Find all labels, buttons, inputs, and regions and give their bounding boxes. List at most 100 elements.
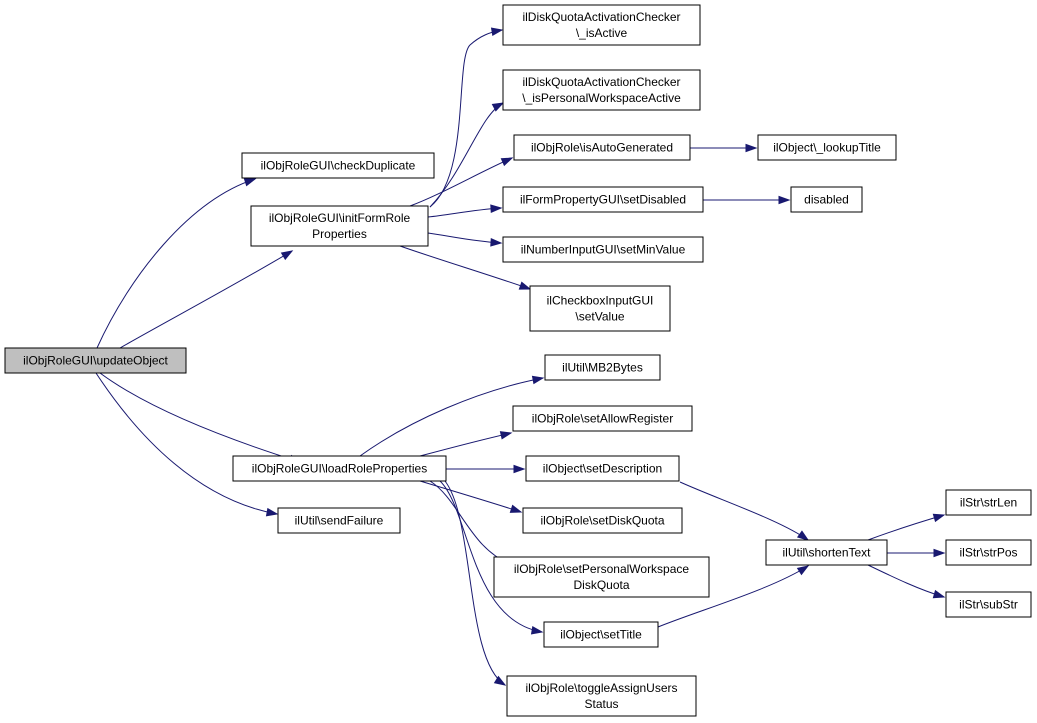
arrowhead-icon — [280, 250, 294, 261]
node-box — [513, 134, 691, 161]
arrowhead-icon — [778, 195, 791, 205]
node-box — [232, 455, 447, 482]
edge-line — [119, 250, 293, 349]
arrowhead-icon — [745, 143, 758, 153]
node-label: ilObject\_lookupTitle — [773, 141, 881, 155]
edge-line — [439, 480, 543, 633]
node-label: ilObjRole\setAllowRegister — [532, 412, 673, 426]
edge-setDisabled-to-disabled — [703, 195, 791, 205]
node-disabled[interactable]: disabled — [790, 186, 863, 213]
edge-line — [429, 102, 504, 208]
edge-line — [359, 377, 544, 457]
node-box — [506, 675, 697, 717]
arrowhead-icon — [518, 281, 532, 290]
arrowhead-icon — [932, 589, 946, 599]
node-box — [945, 489, 1032, 516]
node-strPos[interactable]: ilStr\strPos — [945, 539, 1032, 566]
node-box — [250, 205, 429, 247]
node-setMinValue[interactable]: ilNumberInputGUI\setMinValue — [502, 236, 704, 263]
edge-shortenText-to-strLen — [867, 513, 946, 541]
node-label: Status — [584, 697, 618, 711]
node-MB2Bytes[interactable]: ilUtil\MB2Bytes — [544, 354, 661, 381]
edge-line — [99, 372, 301, 463]
arrowhead-icon — [499, 431, 513, 440]
node-isPersonalWorkspaceActive[interactable]: ilDiskQuotaActivationChecker\_isPersonal… — [502, 69, 701, 111]
edge-line — [399, 245, 531, 290]
arrowhead-icon — [933, 548, 946, 558]
edge-line — [657, 565, 809, 628]
arrowhead-icon — [491, 102, 505, 112]
edge-initFormRoleProperties-to-setMinValue — [427, 232, 503, 247]
edge-layer — [95, 27, 946, 686]
arrowhead-icon — [265, 507, 279, 517]
node-shortenText[interactable]: ilUtil\shortenText — [765, 539, 888, 566]
node-label: ilDiskQuotaActivationChecker — [522, 75, 680, 89]
node-label: DiskQuota — [573, 578, 629, 592]
node-box — [4, 347, 187, 374]
node-sendFailure[interactable]: ilUtil\sendFailure — [277, 507, 401, 534]
arrowhead-icon — [243, 178, 257, 187]
node-label: ilObjRole\setPersonalWorkspace — [514, 562, 690, 576]
node-box — [544, 354, 661, 381]
node-label: ilObject\setTitle — [560, 628, 642, 642]
edge-line — [867, 514, 945, 541]
node-label: ilUtil\sendFailure — [295, 514, 384, 528]
node-setAllowRegister[interactable]: ilObjRole\setAllowRegister — [512, 405, 693, 432]
arrowhead-icon — [509, 504, 523, 513]
node-checkDuplicate[interactable]: ilObjRoleGUI\checkDuplicate — [241, 152, 435, 179]
node-label: ilCheckboxInputGUI — [547, 294, 654, 308]
node-label: ilObjRole\setDiskQuota — [540, 514, 664, 528]
arrowhead-icon — [796, 565, 810, 576]
edge-line — [444, 480, 506, 686]
node-box — [502, 186, 704, 213]
edge-line — [429, 29, 503, 208]
arrowhead-icon — [490, 204, 503, 213]
edge-line — [96, 178, 256, 349]
node-box — [493, 556, 710, 598]
node-subStr[interactable]: ilStr\subStr — [945, 591, 1032, 618]
node-isActive[interactable]: ilDiskQuotaActivationChecker\_isActive — [502, 4, 701, 46]
node-setTitle[interactable]: ilObject\setTitle — [543, 621, 659, 648]
node-box — [502, 4, 701, 46]
arrowhead-icon — [932, 513, 946, 523]
node-label: ilStr\strPos — [959, 546, 1017, 560]
node-label: ilObject\setDescription — [543, 462, 662, 476]
node-loadRoleProperties[interactable]: ilObjRoleGUI\loadRoleProperties — [232, 455, 447, 482]
edge-line — [427, 207, 502, 218]
edge-updateObject-to-loadRoleProperties — [99, 372, 302, 463]
node-label: ilFormPropertyGUI\setDisabled — [520, 193, 686, 207]
edge-updateObject-to-sendFailure — [95, 372, 279, 517]
arrowhead-icon — [490, 238, 503, 247]
edge-initFormRoleProperties-to-isActive — [429, 27, 504, 208]
node-updateObject[interactable]: ilObjRoleGUI\updateObject — [4, 347, 187, 374]
node-setDescription[interactable]: ilObject\setDescription — [525, 455, 680, 482]
arrowhead-icon — [500, 157, 514, 167]
edge-updateObject-to-initFormRoleProperties — [119, 250, 294, 349]
edge-line — [427, 232, 502, 244]
node-strLen[interactable]: ilStr\strLen — [945, 489, 1032, 516]
node-label: ilStr\strLen — [960, 496, 1017, 510]
node-setValue[interactable]: ilCheckboxInputGUI\setValue — [529, 285, 671, 332]
node-lookupTitle[interactable]: ilObject\_lookupTitle — [757, 134, 897, 161]
node-isAutoGenerated[interactable]: ilObjRole\isAutoGenerated — [513, 134, 691, 161]
node-box — [512, 405, 693, 432]
edge-loadRoleProperties-to-setDescription — [446, 464, 526, 474]
node-label: \_isActive — [576, 26, 628, 40]
arrowhead-icon — [531, 375, 545, 385]
node-setDisabled[interactable]: ilFormPropertyGUI\setDisabled — [502, 186, 704, 213]
node-setDiskQuota[interactable]: ilObjRole\setDiskQuota — [522, 507, 683, 534]
node-box — [277, 507, 401, 534]
edge-setTitle-to-shortenText — [657, 565, 810, 628]
edge-loadRoleProperties-to-toggleAssignUsersStatus — [444, 480, 507, 686]
node-label: ilObjRole\isAutoGenerated — [531, 141, 673, 155]
edge-initFormRoleProperties-to-isAutoGenerated — [409, 157, 514, 207]
node-box — [765, 539, 888, 566]
arrowhead-icon — [493, 675, 507, 686]
arrowhead-icon — [530, 626, 544, 635]
edge-line — [419, 432, 512, 457]
node-label: ilNumberInputGUI\setMinValue — [521, 243, 686, 257]
